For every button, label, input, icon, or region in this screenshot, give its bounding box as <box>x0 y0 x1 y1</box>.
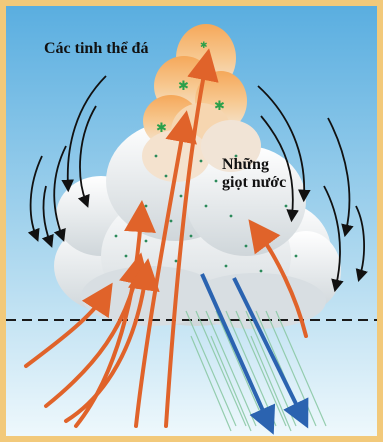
ice-crystal-icon: ✱ <box>200 41 208 51</box>
cloud-diagram: ✱ ✱ ✱ ✱ <box>6 6 377 436</box>
ice-crystal-icon: ✱ <box>178 79 189 94</box>
ice-crystals-label: Các tinh thể đá <box>44 40 148 58</box>
ice-crystal-icon: ✱ <box>214 99 225 114</box>
water-drops-label-line1: Những <box>222 156 286 174</box>
ice-crystal-icon: ✱ <box>156 121 167 136</box>
water-drops-label-line2: giọt nước <box>222 174 286 192</box>
water-drops-label: Những giọt nước <box>222 156 286 193</box>
